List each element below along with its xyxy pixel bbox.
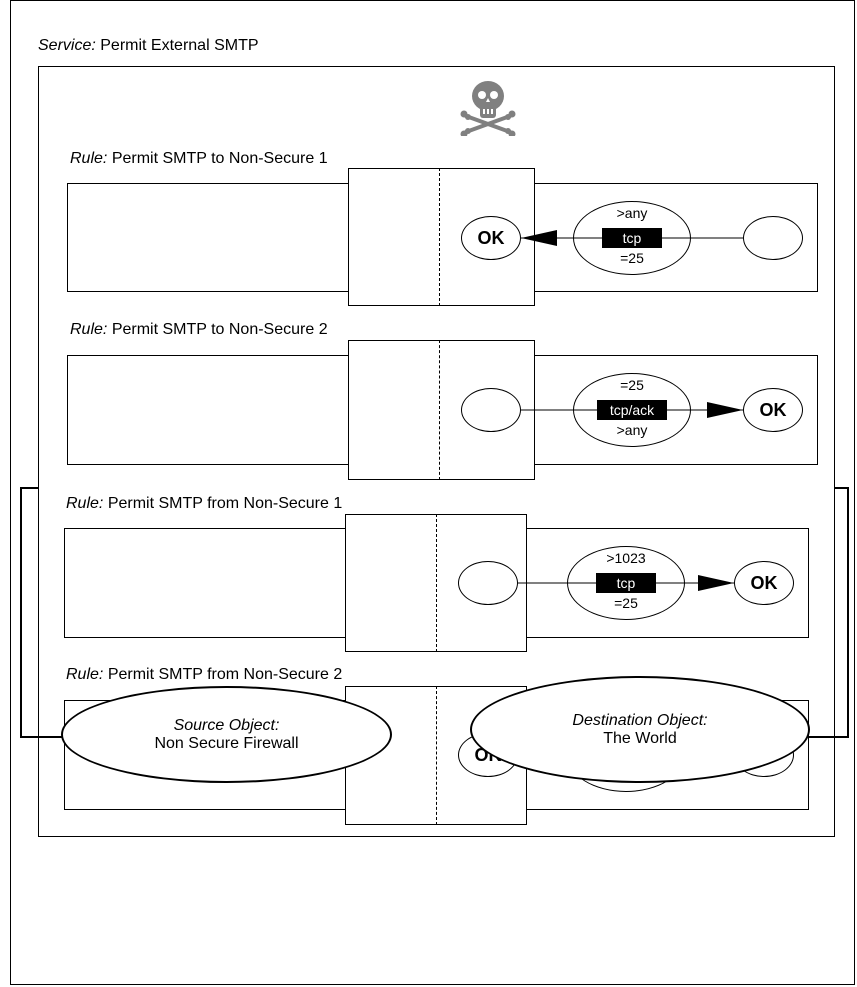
protocol-label: tcp	[596, 573, 656, 593]
rule-name: Permit SMTP from Non-Secure 2	[107, 666, 343, 683]
protocol-label: tcp	[602, 228, 662, 248]
source-object-label: Source Object:	[173, 716, 280, 734]
service-prefix: Service:	[38, 37, 96, 54]
rule-prefix: Rule:	[70, 321, 108, 338]
ok-label: OK	[750, 572, 778, 593]
protocol-filter[interactable]	[573, 373, 691, 447]
service-frame	[38, 66, 835, 837]
outer-frame	[10, 0, 855, 985]
rule-name: Permit SMTP to Non-Secure 2	[111, 321, 328, 338]
rule-title: Rule: Permit SMTP to Non-Secure 2	[70, 321, 328, 339]
rule-title: Rule: Permit SMTP from Non-Secure 1	[66, 495, 342, 513]
destination-object[interactable]: Destination Object: The World	[470, 676, 810, 783]
service-name: Permit External SMTP	[100, 37, 259, 54]
firewall-divider	[439, 340, 440, 480]
empty-node[interactable]	[743, 216, 803, 260]
protocol-label: tcp/ack	[597, 400, 667, 420]
firewall-divider	[436, 686, 437, 825]
bottom-port-label: =25	[620, 250, 644, 266]
ok-node[interactable]: OK	[734, 561, 794, 605]
rule-prefix: Rule:	[66, 495, 104, 512]
top-port-label: =25	[620, 377, 644, 393]
flow-arrow-icon	[521, 230, 557, 246]
ok-node[interactable]: OK	[461, 216, 521, 260]
protocol-filter[interactable]	[573, 201, 691, 275]
rule-name: Permit SMTP from Non-Secure 1	[107, 495, 343, 512]
ok-node[interactable]: OK	[743, 388, 803, 432]
firewall-divider	[436, 514, 437, 652]
source-object-name: Non Secure Firewall	[154, 734, 299, 752]
bottom-port-label: >any	[616, 422, 648, 438]
rule-name: Permit SMTP to Non-Secure 1	[111, 150, 328, 167]
destination-object-name: The World	[603, 729, 677, 747]
empty-node[interactable]	[458, 561, 518, 605]
source-bracket-foot	[20, 736, 64, 738]
service-title: Service: Permit External SMTP	[38, 37, 259, 55]
flow-arrow-icon	[707, 402, 743, 418]
rule-title: Rule: Permit SMTP to Non-Secure 1	[70, 150, 328, 168]
flow-arrow-icon	[698, 575, 734, 591]
firewall-divider	[439, 168, 440, 306]
protocol-filter[interactable]	[567, 546, 685, 620]
rule-prefix: Rule:	[66, 666, 104, 683]
destination-object-label: Destination Object:	[572, 711, 708, 729]
top-port-label: >any	[616, 205, 648, 221]
destination-bracket-foot	[808, 736, 838, 738]
source-object[interactable]: Source Object: Non Secure Firewall	[61, 686, 392, 783]
skull-and-crossbones-icon	[456, 78, 520, 138]
destination-bracket	[835, 487, 849, 738]
ok-label: OK	[477, 227, 505, 248]
top-port-label: >1023	[606, 550, 646, 566]
bottom-port-label: =25	[614, 595, 638, 611]
ok-label: OK	[759, 399, 787, 420]
rule-title: Rule: Permit SMTP from Non-Secure 2	[66, 666, 342, 684]
rule-prefix: Rule:	[70, 150, 108, 167]
empty-node[interactable]	[461, 388, 521, 432]
